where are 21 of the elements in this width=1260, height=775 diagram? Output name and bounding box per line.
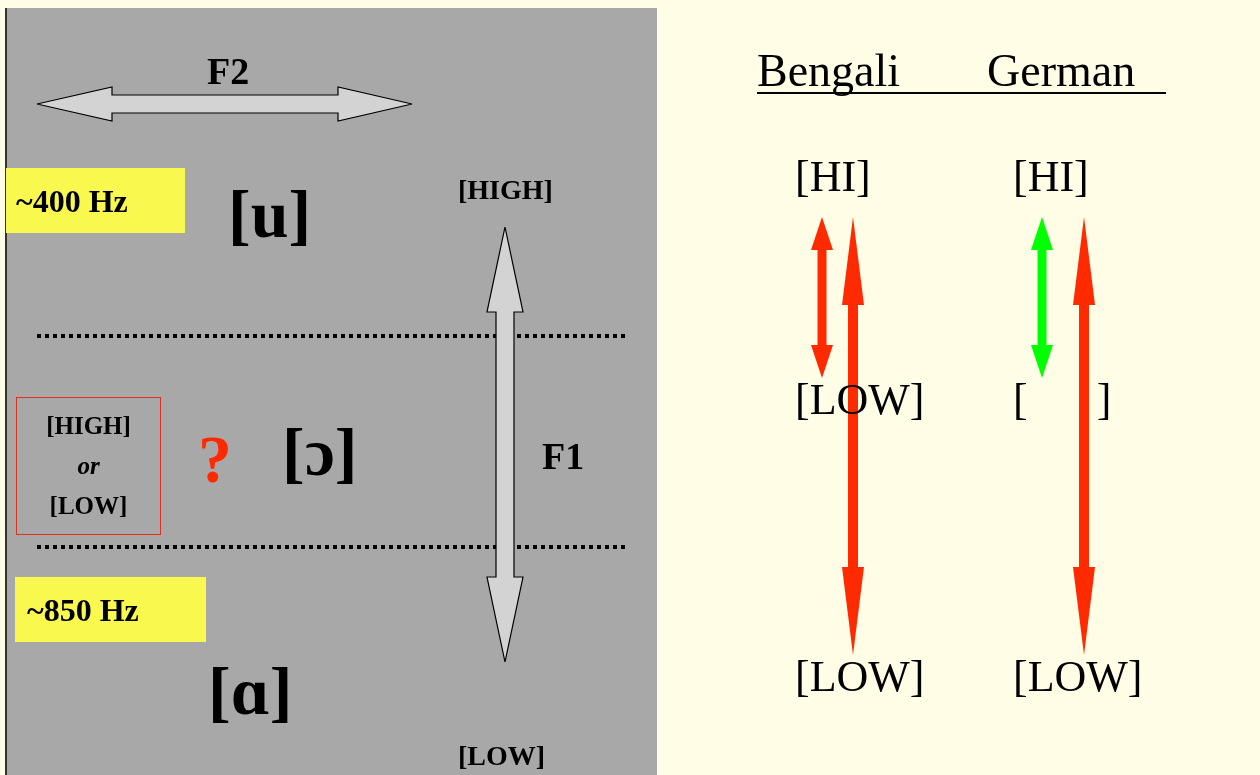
feature-label: [HI] [1013,155,1089,199]
axis-label: F2 [207,52,250,90]
feature-label: [LOW] [458,742,546,770]
feature-label: [HIGH] [458,176,553,204]
arrow [811,217,833,378]
column-heading: German [987,48,1136,94]
frequency-tag: ~400 Hz [6,168,185,233]
vowel-symbol: [ɔ] [282,418,358,486]
feature-label: [LOW] [1013,655,1143,699]
frequency-tag: ~850 Hz [15,577,206,642]
feature-label: [LOW] [795,655,925,699]
question-mark: ? [198,425,232,493]
vowel-symbol: [u] [228,180,312,248]
feature-label: [ ] [1013,378,1112,422]
block-arrow [486,226,524,663]
column-heading: Bengali [757,48,901,94]
vowel-symbol: [ɑ] [208,657,293,725]
arrow [1031,217,1053,378]
feature-label: [HI] [795,155,871,199]
feature-box: [HIGH] or [LOW] [16,397,161,535]
edge-label: F1 [542,437,585,475]
